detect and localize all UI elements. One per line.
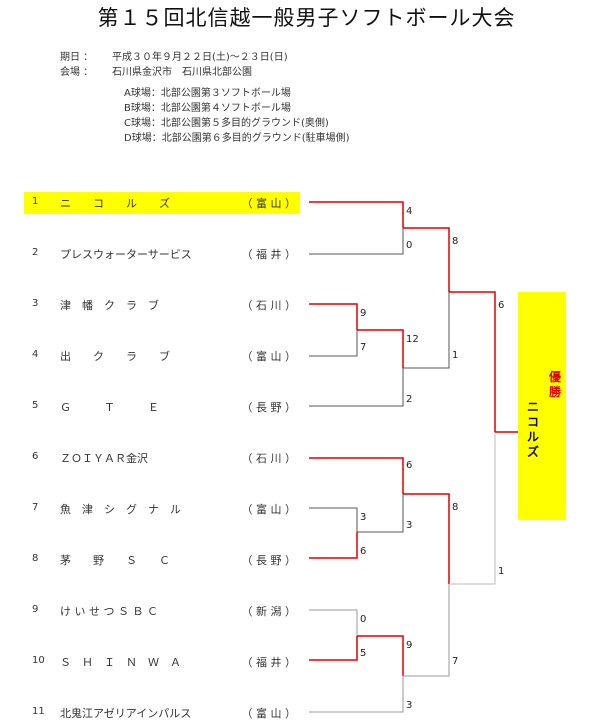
team-number: 7 — [32, 502, 39, 513]
bracket-line-winner34 — [357, 329, 404, 368]
score-r0-team3: 9 — [360, 308, 367, 319]
date-label: 期日 ： — [60, 52, 94, 63]
score-sf-bot: 1 — [498, 566, 505, 577]
team-row: 11 北鬼江アゼリアインパルス （ 富 山 ） — [24, 702, 300, 724]
team-row: 2 プレスウォーターサービス （ 福 井 ） — [24, 243, 300, 265]
field-b: B球場：北部公園第４ソフトボール場 — [124, 103, 291, 114]
venue-value: 石川県金沢市 石川県北部公園 — [112, 67, 252, 78]
bracket-line-team5 — [309, 368, 404, 407]
score-r2-91011: 7 — [452, 656, 459, 667]
bracket-line-team7 — [309, 507, 358, 532]
team-number: 2 — [32, 247, 39, 258]
score-r0-team10: 5 — [360, 648, 367, 659]
bracket-line-winner910 — [357, 635, 404, 676]
champion-label: 優勝 — [548, 370, 561, 399]
team-prefecture: （ 石 川 ） — [241, 299, 297, 312]
team-row: 3 津 幡 ク ラ ブ （ 石 川 ） — [24, 294, 300, 316]
bracket-line-team11 — [309, 676, 404, 713]
team-row: 6 ＺＯＩＹＡＲ金沢 （ 石 川 ） — [24, 447, 300, 469]
team-prefecture: （ 福 井 ） — [241, 656, 297, 669]
team-name: け い せ つ Ｓ Ｂ Ｃ — [60, 605, 158, 618]
team-name: 出 ク ラ ブ — [60, 350, 170, 363]
team-name: 茅 野 Ｓ Ｃ — [60, 554, 170, 567]
bracket-line-team3 — [309, 303, 358, 330]
team-row: 8 茅 野 Ｓ Ｃ （ 長 野 ） — [24, 549, 300, 571]
team-prefecture: （ 富 山 ） — [241, 350, 297, 363]
score-r1-team6: 6 — [406, 460, 413, 471]
score-r1-team1: 4 — [406, 206, 413, 217]
score-r1-team2: 0 — [406, 240, 413, 251]
field-a: A球場：北部公園第３ソフトボール場 — [124, 88, 291, 99]
score-r1-winner78: 3 — [406, 520, 413, 531]
bracket-line-team9 — [309, 609, 358, 636]
team-prefecture: （ 長 野 ） — [241, 401, 297, 414]
team-row: 9 け い せ つ Ｓ Ｂ Ｃ （ 新 潟 ） — [24, 600, 300, 622]
bracket-line-team4 — [309, 330, 358, 357]
score-r0-team7: 3 — [360, 512, 367, 523]
team-row: 10 Ｓ Ｈ Ｉ Ｎ Ｗ Ａ （ 福 井 ） — [24, 651, 300, 673]
team-number: 3 — [32, 298, 39, 309]
champion-box — [518, 292, 566, 520]
score-r1-team11: 3 — [406, 700, 413, 711]
score-sf-top: 6 — [498, 300, 505, 311]
team-number: 9 — [32, 604, 39, 615]
team-prefecture: （ 富 山 ） — [241, 707, 297, 720]
score-r1-winner910: 9 — [406, 640, 413, 651]
team-number: 5 — [32, 400, 39, 411]
bracket-line-team2 — [309, 228, 404, 255]
team-prefecture: （ 長 野 ） — [241, 554, 297, 567]
date-value: 平成３０年９月２２日(土)～２３日(日) — [112, 52, 288, 63]
team-number: 4 — [32, 349, 39, 360]
score-r0-team8: 6 — [360, 546, 367, 557]
bracket-line-team6 — [309, 457, 404, 494]
bracket-line-team1 — [309, 201, 404, 228]
field-d: D球場：北部公園第６多目的グラウンド(駐車場側) — [124, 133, 350, 144]
team-number: 1 — [32, 196, 39, 207]
team-number: 8 — [32, 553, 39, 564]
team-prefecture: （ 石 川 ） — [241, 452, 297, 465]
bracket-line-winner78 — [357, 494, 404, 533]
team-name: Ｓ Ｈ Ｉ Ｎ Ｗ Ａ — [60, 656, 181, 669]
team-prefecture: （ 富 山 ） — [241, 503, 297, 516]
score-r1-team5: 2 — [406, 394, 413, 405]
bracket-line-r2-678 — [403, 493, 450, 584]
team-name: 北鬼江アゼリアインパルス — [60, 707, 192, 720]
team-number: 11 — [32, 706, 45, 717]
bracket-line-team8 — [309, 532, 358, 559]
team-row: 4 出 ク ラ ブ （ 富 山 ） — [24, 345, 300, 367]
team-row: 1 ニ コ ル ズ （ 富 山 ） — [24, 192, 300, 214]
team-prefecture: （ 福 井 ） — [241, 248, 297, 261]
team-name: ＺＯＩＹＡＲ金沢 — [60, 452, 148, 465]
team-number: 10 — [32, 655, 45, 666]
team-name: 津 幡 ク ラ ブ — [60, 299, 159, 312]
team-name: Ｇ Ｔ Ｅ — [60, 401, 159, 414]
team-row: 5 Ｇ Ｔ Ｅ （ 長 野 ） — [24, 396, 300, 418]
bracket-line-sf-bot — [449, 432, 496, 585]
bracket-line-team10 — [309, 636, 358, 661]
score-r0-team4: 7 — [360, 342, 367, 353]
score-r2-678: 8 — [452, 502, 459, 513]
score-r0-team9: 0 — [360, 614, 367, 625]
team-number: 6 — [32, 451, 39, 462]
team-prefecture: （ 新 潟 ） — [241, 605, 297, 618]
bracket-line-r2-bot — [403, 292, 450, 369]
team-name: プレスウォーターサービス — [60, 248, 192, 261]
team-prefecture: （ 富 山 ） — [241, 197, 297, 210]
champion-name: ニコルズ — [526, 400, 539, 459]
score-r1-winner34: 12 — [406, 334, 419, 345]
page-title: 第１５回北信越一般男子ソフトボール大会 — [97, 6, 516, 30]
team-name: ニ コ ル ズ — [60, 197, 170, 210]
score-r2-bot: 1 — [452, 350, 459, 361]
bracket-line-sf-top — [449, 291, 496, 432]
field-c: C球場：北部公園第５多目的グラウンド(奥側) — [124, 118, 329, 129]
score-r2-top: 8 — [452, 236, 459, 247]
bracket-line-r2-top — [403, 227, 450, 292]
venue-label: 会場 ： — [60, 67, 94, 78]
team-row: 7 魚 津 シ グ ナ ル （ 富 山 ） — [24, 498, 300, 520]
team-name: 魚 津 シ グ ナ ル — [60, 503, 181, 516]
bracket-line-r2-91011 — [403, 584, 450, 677]
